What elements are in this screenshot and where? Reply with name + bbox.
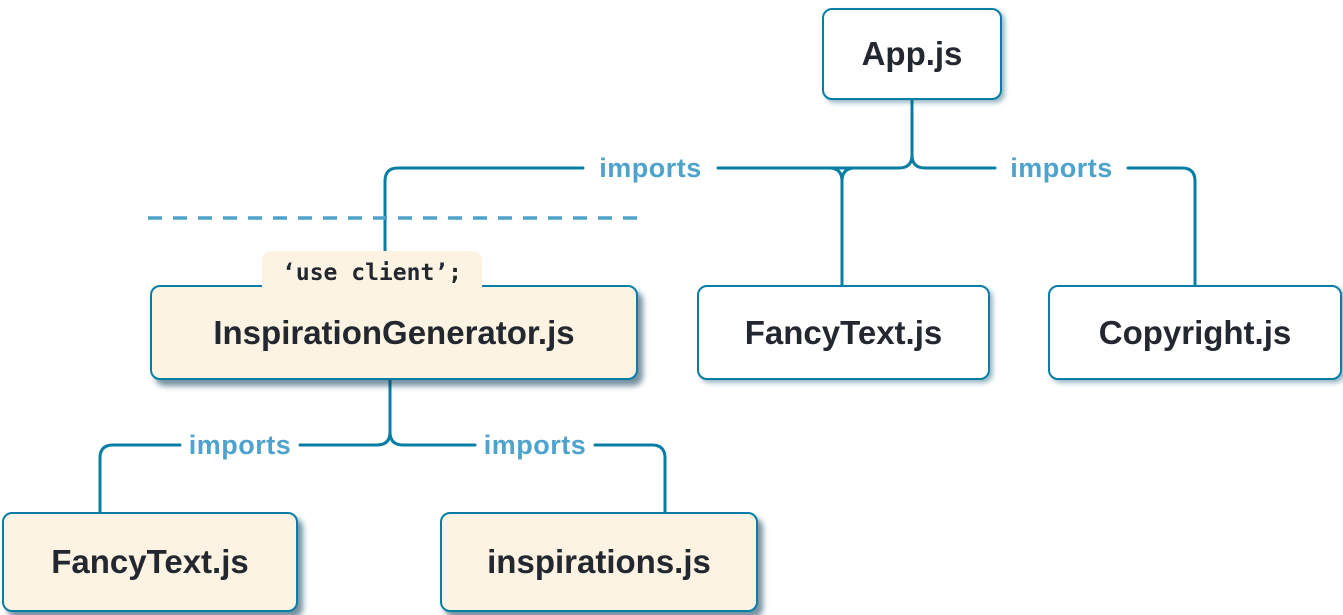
node-fancytext-js-bottom: FancyText.js bbox=[2, 512, 298, 612]
edge-label-imports-inspiration-generator-fancytext: imports bbox=[188, 430, 292, 460]
node-inspiration-generator-js-label: InspirationGenerator.js bbox=[213, 313, 575, 351]
node-fancytext-js-top-label: FancyText.js bbox=[744, 313, 943, 351]
edge-app-to-fancytext bbox=[827, 166, 857, 287]
node-app-js: App.js bbox=[822, 8, 1002, 100]
edge-label-imports-app-inspiration-generator: imports bbox=[599, 153, 702, 183]
node-copyright-js-label: Copyright.js bbox=[1098, 313, 1292, 351]
edge-label-imports-inspiration-generator-inspirations: imports bbox=[483, 430, 587, 460]
use-client-directive: ‘use client’; bbox=[262, 251, 483, 295]
node-fancytext-js-top: FancyText.js bbox=[697, 285, 990, 380]
node-app-js-label: App.js bbox=[861, 35, 963, 72]
edge-label-imports-app-copyright: imports bbox=[1010, 153, 1113, 183]
node-copyright-js: Copyright.js bbox=[1048, 285, 1342, 380]
node-inspirations-js-label: inspirations.js bbox=[487, 543, 711, 580]
node-fancytext-js-bottom-label: FancyText.js bbox=[51, 543, 249, 580]
node-inspiration-generator-js: ‘use client’; InspirationGenerator.js bbox=[150, 251, 638, 380]
node-inspirations-js: inspirations.js bbox=[440, 512, 758, 612]
